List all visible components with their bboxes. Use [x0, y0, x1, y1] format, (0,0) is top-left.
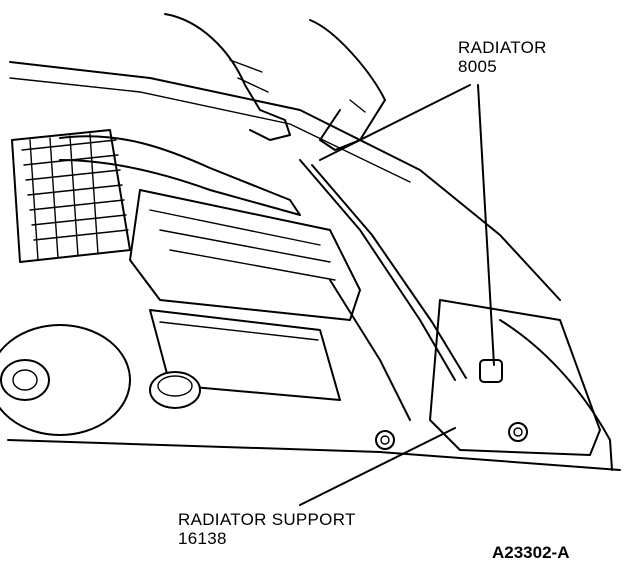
hose-lower — [329, 279, 411, 421]
radiator-tab — [479, 359, 503, 383]
engine-cover — [129, 189, 361, 321]
hood-edge-inner — [9, 77, 411, 183]
hose-right-1 — [299, 159, 456, 381]
radiator-leader-2 — [477, 84, 495, 366]
radiator-support-label: RADIATOR SUPPORT 16138 — [178, 510, 356, 548]
radiator-support-name: RADIATOR SUPPORT — [178, 510, 356, 529]
support-leader — [299, 427, 456, 506]
radiator-label: RADIATOR 8005 — [458, 38, 547, 76]
hose-right-2 — [311, 164, 467, 379]
radiator-core-left — [11, 129, 131, 263]
upper-radiator-hose — [59, 135, 301, 216]
front-fascia — [499, 319, 613, 471]
strut-tower — [0, 324, 131, 436]
right-hand — [309, 19, 386, 151]
radiator-part-number: 8005 — [458, 57, 498, 76]
reservoir-box — [149, 309, 341, 401]
radiator-name: RADIATOR — [458, 38, 547, 57]
figure-id: A23302-A — [492, 543, 570, 562]
bolt-right — [508, 422, 528, 442]
radiator-leader-1 — [319, 84, 471, 161]
radiator-support-panel — [429, 299, 601, 456]
lower-frame — [7, 439, 621, 471]
radiator-support-part-number: 16138 — [178, 529, 227, 548]
left-hand — [164, 13, 291, 141]
reservoir-cap — [149, 371, 201, 409]
bolt-left — [375, 430, 395, 450]
